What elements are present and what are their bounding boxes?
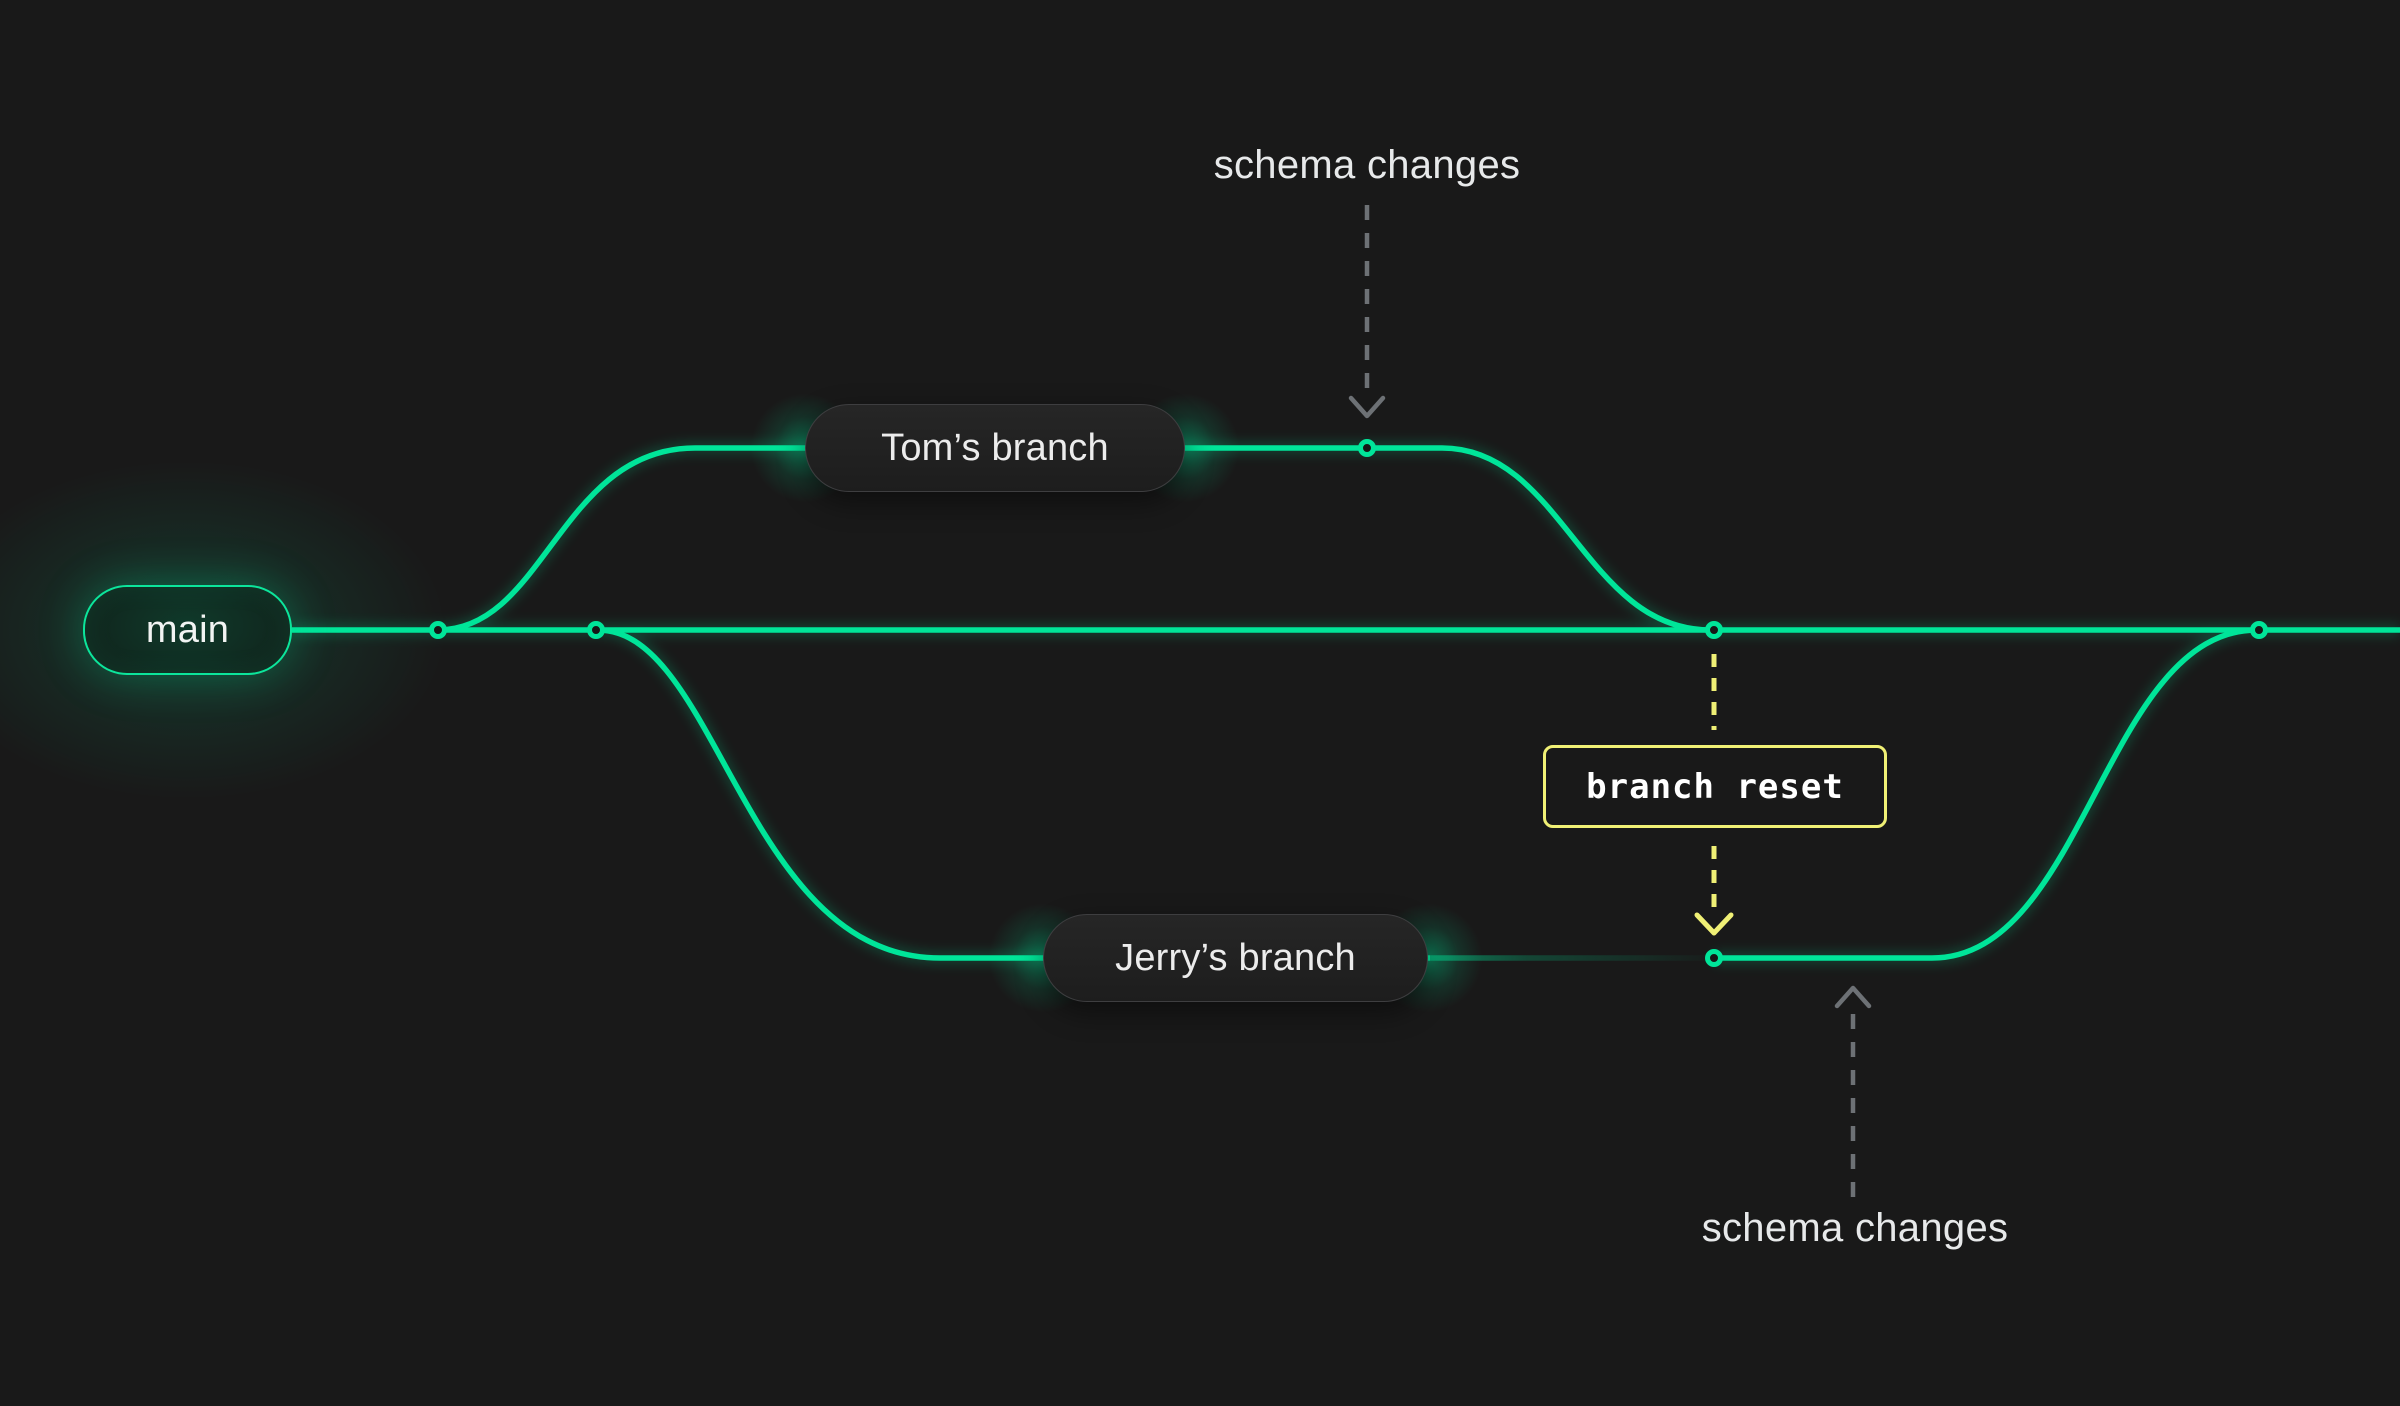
- schema-changes-top-label: schema changes: [1213, 143, 1521, 187]
- chevron-down-yellow-icon: [1694, 912, 1734, 936]
- commit-dots: [429, 439, 2268, 967]
- jerry-branch-label: Jerry’s branch: [1115, 936, 1356, 979]
- jerry-branch-pill: Jerry’s branch: [1043, 914, 1428, 1002]
- gray-arrows: [1348, 205, 1872, 1198]
- tom-branch-pill: Tom’s branch: [805, 404, 1185, 492]
- commit-dot: [429, 621, 447, 639]
- commit-dot: [1705, 949, 1723, 967]
- tom-branch-label: Tom’s branch: [881, 426, 1109, 469]
- commit-dot: [587, 621, 605, 639]
- commit-dot: [2250, 621, 2268, 639]
- main-branch-label: main: [145, 608, 230, 651]
- branch-lines: [292, 445, 2400, 961]
- commit-dot: [1705, 621, 1723, 639]
- chevron-up-icon: [1834, 985, 1872, 1009]
- chevron-down-icon: [1348, 395, 1386, 419]
- main-branch-pill: main: [83, 585, 292, 675]
- branch-reset-box: branch reset: [1543, 745, 1887, 828]
- reset-arrows: [1694, 654, 1734, 936]
- jerry-merge-line: [1714, 627, 2258, 961]
- line-glow-layer: [292, 442, 2400, 964]
- commit-dot: [1358, 439, 1376, 457]
- jerry-branch-line: [597, 627, 1430, 961]
- schema-changes-bottom-label: schema changes: [1701, 1206, 2009, 1250]
- branch-reset-label: branch reset: [1586, 766, 1844, 807]
